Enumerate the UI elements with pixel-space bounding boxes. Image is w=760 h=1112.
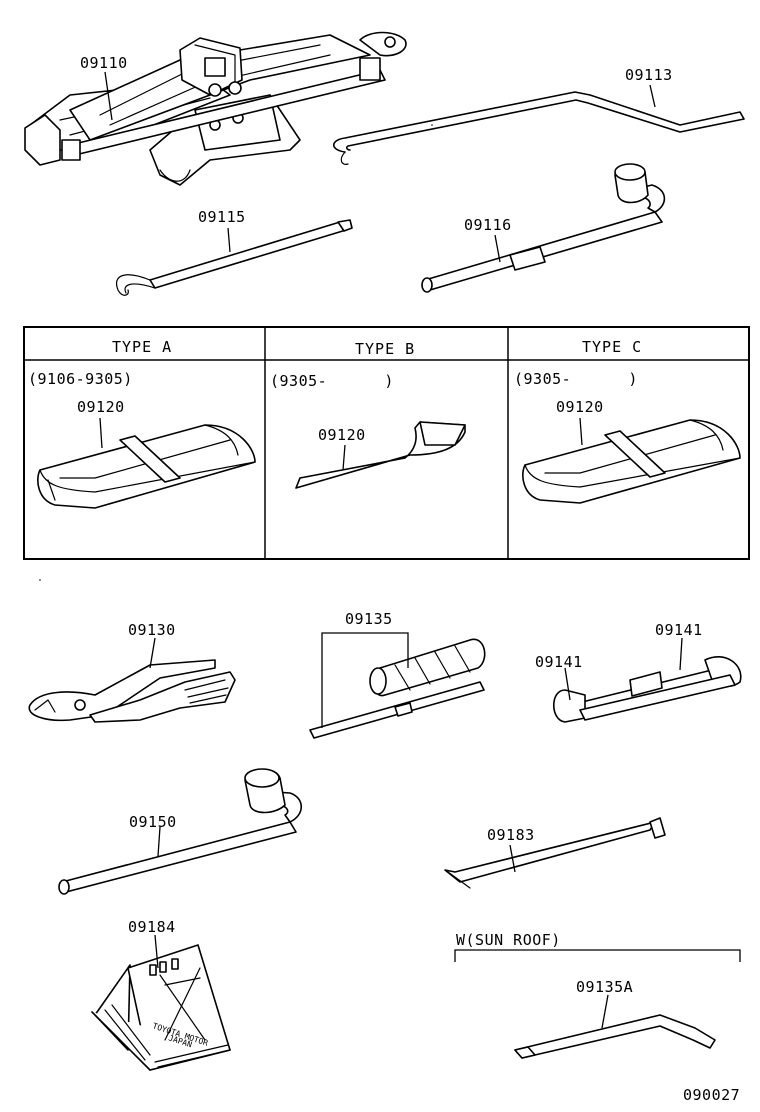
jack-illustration xyxy=(24,31,407,186)
bar-09183-illustration xyxy=(444,817,666,889)
type-c-part: 09120 xyxy=(556,398,604,416)
part-label-09141-right: 09141 xyxy=(655,621,703,639)
type-c-header: TYPE C xyxy=(582,338,642,356)
part-label-09184: 09184 xyxy=(128,918,176,936)
type-b-range: (9305- ) xyxy=(270,372,394,390)
open-wrenches-illustration xyxy=(552,655,742,723)
part-label-09141-left: 09141 xyxy=(535,653,583,671)
part-label-09113: 09113 xyxy=(625,66,673,84)
type-a-header: TYPE A xyxy=(112,338,172,356)
part-label-09135: 09135 xyxy=(345,610,393,628)
type-b-part: 09120 xyxy=(318,426,366,444)
part-label-09116: 09116 xyxy=(464,216,512,234)
tool-bag-type-a xyxy=(37,424,256,509)
part-label-09150: 09150 xyxy=(129,813,177,831)
diagram-id: 090027 xyxy=(683,1086,740,1104)
type-a-range: (9106-9305) xyxy=(28,370,133,388)
lug-wrench-illustration xyxy=(58,768,303,895)
type-b-header: TYPE B xyxy=(355,340,415,358)
part-label-09183: 09183 xyxy=(487,826,535,844)
jack-handle-illustration xyxy=(332,91,745,165)
type-a-part: 09120 xyxy=(77,398,125,416)
sunroof-group: W(SUN ROOF) xyxy=(454,931,741,1059)
screwdriver-illustration xyxy=(309,638,486,739)
type-table: TYPE A TYPE B TYPE C (9106-9305) (9305- … xyxy=(23,326,750,560)
wrench-09116-illustration xyxy=(421,163,666,293)
pliers-illustration xyxy=(28,659,236,723)
sunroof-label: W(SUN ROOF) xyxy=(456,931,561,949)
part-label-09135A: 09135A xyxy=(576,978,633,996)
part-label-09130: 09130 xyxy=(128,621,176,639)
jack-rod-illustration xyxy=(116,219,353,296)
wheel-chock-illustration: TOYOTA MOTOR JAPAN xyxy=(91,944,231,1071)
type-c-range: (9305- ) xyxy=(514,370,638,388)
part-label-09110: 09110 xyxy=(80,54,128,72)
part-label-09115: 09115 xyxy=(198,208,246,226)
tool-bag-type-b xyxy=(295,421,466,489)
tool-bag-type-c xyxy=(522,419,741,504)
